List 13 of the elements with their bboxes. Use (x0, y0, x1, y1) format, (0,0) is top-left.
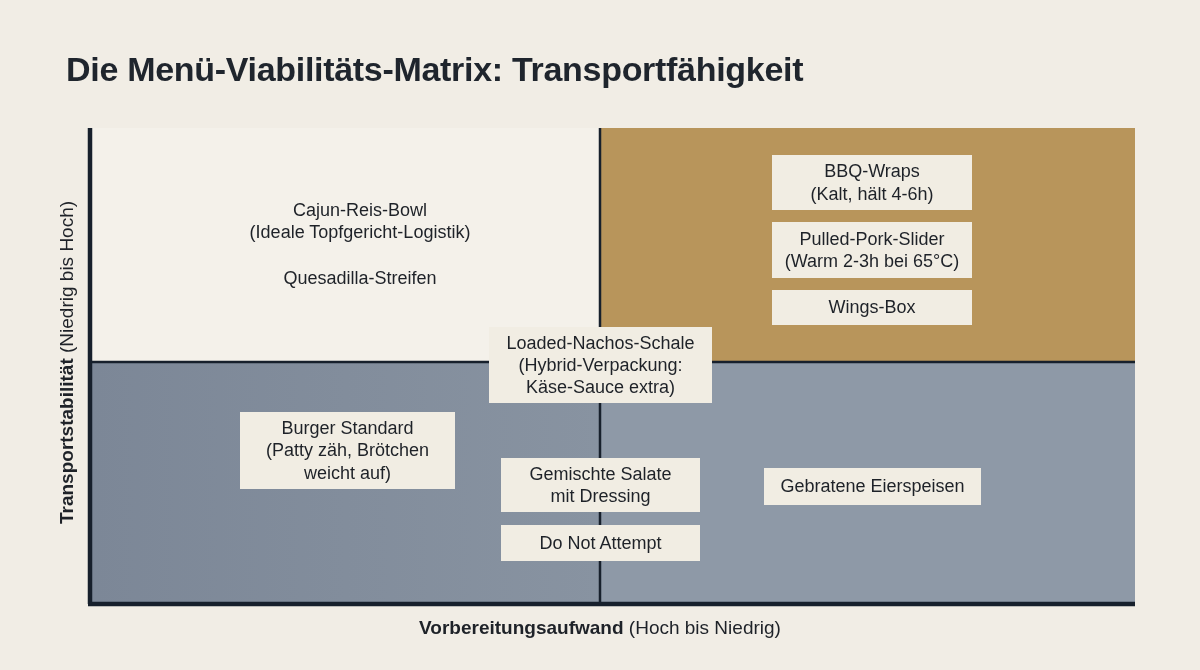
menu-item-card: Pulled-Pork-Slider (Warm 2-3h bei 65°C) (772, 222, 972, 278)
axis-label: Vorbereitungsaufwand (Hoch bis Niedrig) (418, 617, 782, 639)
menu-item-card: Wings-Box (772, 290, 972, 325)
menu-item-text: Cajun-Reis-Bowl (Ideale Topfgericht-Logistik) (248, 199, 472, 244)
chart-title: Die Menü-Viabilitäts-Matrix: Transportfähigkeit (66, 50, 804, 89)
menu-item-card: Do Not Attempt (501, 525, 700, 561)
menu-item-card: Burger Standard (Patty zäh, Brötchen weicht auf) (240, 412, 455, 489)
menu-item-card: Gebratene Eierspeisen (764, 468, 981, 505)
menu-item-card: Loaded-Nachos-Schale (Hybrid-Verpackung: Käse-Sauce extra) (489, 327, 712, 403)
menu-item-card: BBQ-Wraps (Kalt, hält 4-6h) (772, 155, 972, 210)
axis-label: Transportstabilität (Niedrig bis Hoch) (56, 199, 78, 526)
menu-item-text: Quesadilla-Streifen (282, 267, 438, 290)
menu-item-card: Gemischte Salate mit Dressing (501, 458, 700, 512)
